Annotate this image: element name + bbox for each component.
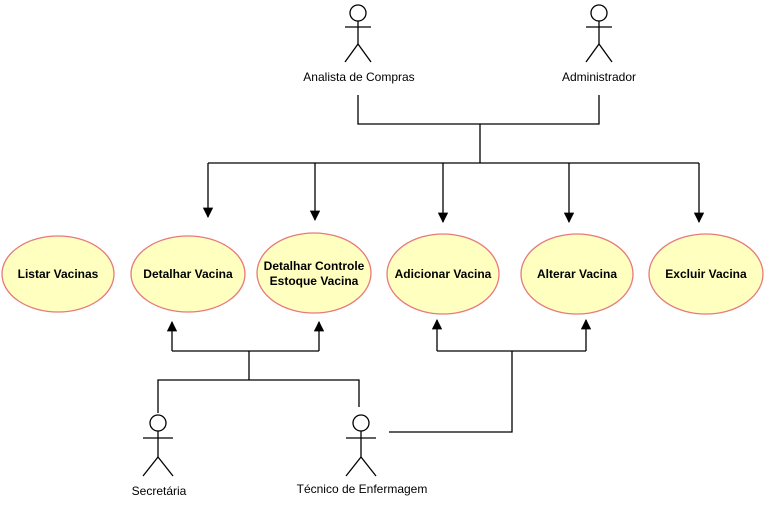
use-case-listar-label: Listar Vacinas [18, 267, 99, 281]
top-connectors [202, 95, 705, 224]
actor-analista-label: Analista de Compras [303, 70, 414, 84]
use-case-alterar[interactable]: Alterar Vacina [520, 233, 634, 315]
connector-analista [357, 95, 480, 125]
bottom-connectors [157, 318, 592, 433]
actor-tecnico[interactable] [345, 414, 377, 477]
actor-tecnico-head-icon [352, 414, 370, 432]
actor-administrador-label: Administrador [562, 70, 636, 84]
connector-administrador [480, 95, 600, 125]
use-case-detalhar[interactable]: Detalhar Vacina [130, 235, 246, 313]
use-case-excluir-label: Excluir Vacina [665, 267, 747, 281]
use-case-adicionar-label: Adicionar Vacina [395, 267, 492, 281]
actor-tecnico-label: Técnico de Enfermagem [297, 482, 428, 496]
actor-secretaria-head-icon [149, 414, 167, 432]
connector-tecnico-right [389, 351, 513, 433]
actor-secretaria[interactable] [142, 414, 174, 477]
connector-secretaria [157, 379, 249, 413]
use-case-detalhar-label: Detalhar Vacina [143, 267, 233, 281]
use-case-alterar-label: Alterar Vacina [537, 267, 617, 281]
use-case-listar[interactable]: Listar Vacinas [1, 235, 115, 313]
actor-administrador[interactable] [585, 4, 613, 63]
actor-administrador-head-icon [590, 4, 608, 22]
connector-tecnico-left [249, 379, 360, 407]
use-case-excluir[interactable]: Excluir Vacina [648, 233, 764, 315]
actor-analista-head-icon [349, 4, 367, 22]
use-case-adicionar[interactable]: Adicionar Vacina [386, 233, 500, 315]
use-case-controle[interactable]: Detalhar Controle Estoque Vacina [256, 232, 372, 314]
actor-analista[interactable] [344, 4, 372, 63]
use-case-controle-label-2: Estoque Vacina [270, 274, 359, 288]
use-case-controle-label-1: Detalhar Controle [264, 259, 365, 273]
actor-secretaria-label: Secretária [132, 484, 187, 498]
